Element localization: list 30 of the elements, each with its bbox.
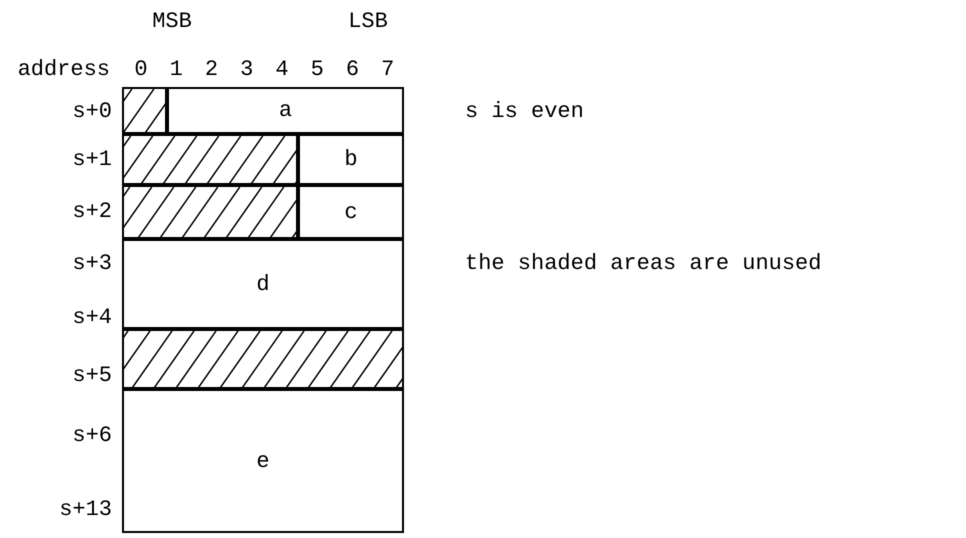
field-box: d bbox=[122, 239, 404, 329]
address-label: s+6 bbox=[72, 425, 112, 447]
hatched-area bbox=[122, 134, 298, 185]
field-box: e bbox=[122, 389, 404, 533]
address-label: s+5 bbox=[72, 365, 112, 387]
axis-label: address bbox=[18, 59, 110, 81]
address-label: s+0 bbox=[72, 101, 112, 123]
field-box: b bbox=[298, 134, 404, 185]
hatched-area bbox=[122, 87, 167, 134]
address-label: s+4 bbox=[72, 307, 112, 329]
note: s is even bbox=[465, 101, 584, 123]
note: the shaded areas are unused bbox=[465, 253, 822, 275]
bit-header: LSB bbox=[348, 11, 388, 33]
address-label: s+3 bbox=[72, 253, 112, 275]
hatched-area bbox=[122, 329, 404, 389]
bit-number: 2 bbox=[204, 59, 218, 81]
bit-number: 4 bbox=[275, 59, 289, 81]
bit-number: 3 bbox=[240, 59, 254, 81]
field-box: a bbox=[167, 87, 404, 134]
bit-number: 1 bbox=[170, 59, 183, 81]
field-box: c bbox=[298, 185, 404, 239]
address-label: s+13 bbox=[59, 499, 112, 521]
address-label: s+1 bbox=[72, 149, 112, 171]
bit-number: 0 bbox=[134, 59, 148, 81]
hatched-area bbox=[122, 185, 298, 239]
bit-number: 6 bbox=[346, 59, 360, 81]
bit-header: MSB bbox=[152, 11, 192, 33]
bit-number: 5 bbox=[310, 59, 324, 81]
address-label: s+2 bbox=[72, 201, 112, 223]
bit-number: 7 bbox=[381, 59, 394, 81]
